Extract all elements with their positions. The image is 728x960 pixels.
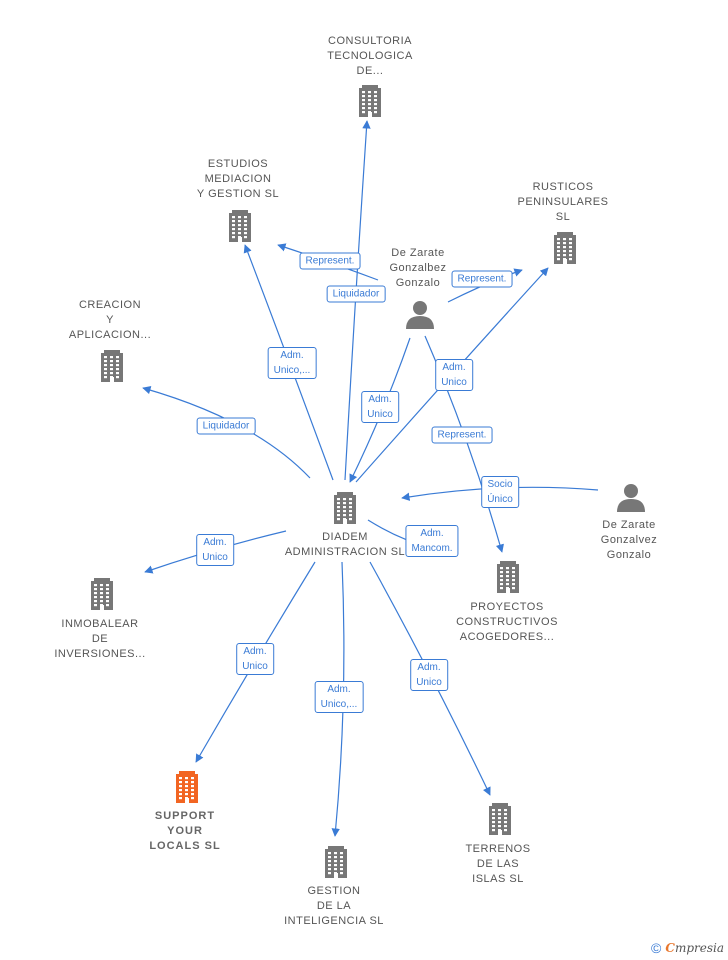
building-icon-rusticos[interactable] <box>554 232 576 264</box>
footer-brand[interactable]: © Cmpresia <box>651 940 724 956</box>
node-label-estudios[interactable]: ESTUDIOS MEDIACION Y GESTION SL <box>196 158 280 200</box>
building-icon-estudios[interactable] <box>229 210 251 242</box>
person-icon-zarate2[interactable] <box>617 484 645 512</box>
person-icon-zarate1[interactable] <box>406 301 434 329</box>
building-icon-proyectos[interactable] <box>497 561 519 593</box>
building-icon-creacion[interactable] <box>101 350 123 382</box>
edge-label-e5[interactable]: Represent. <box>451 270 513 288</box>
copyright-symbol: © <box>651 940 662 956</box>
building-icon-terrenos[interactable] <box>489 803 511 835</box>
brand-initial: C <box>665 941 675 955</box>
edge-label-e14[interactable]: Adm. Unico <box>410 659 448 691</box>
node-label-inmobalear[interactable]: INMOBALEAR DE INVERSIONES... <box>54 618 146 660</box>
edge-label-e11[interactable]: Adm. Unico <box>196 534 234 566</box>
edge-label-e10[interactable]: Adm. Mancom. <box>405 525 459 557</box>
edge-label-e8[interactable]: Represent. <box>431 426 493 444</box>
icons-layer <box>91 85 645 878</box>
building-icon-inmobalear[interactable] <box>91 578 113 610</box>
node-label-diadem[interactable]: DIADEM ADMINISTRACION SL <box>284 531 406 558</box>
node-label-zarate2[interactable]: De Zarate Gonzalvez Gonzalo <box>600 519 658 561</box>
node-label-creacion[interactable]: CREACION Y APLICACION... <box>68 299 152 341</box>
building-icon-support[interactable] <box>176 771 198 803</box>
edge-label-e12[interactable]: Adm. Unico <box>236 643 274 675</box>
brand-name: mpresia <box>674 941 724 955</box>
edge-label-e9[interactable]: Socio Único <box>481 476 519 508</box>
building-icon-diadem[interactable] <box>334 492 356 524</box>
edge-label-e1[interactable]: Liquidador <box>196 417 256 435</box>
edge-label-e13[interactable]: Adm. Unico,... <box>314 681 364 713</box>
edge-label-e6[interactable]: Adm. Unico <box>361 391 399 423</box>
edge-label-e2[interactable]: Adm. Unico,... <box>267 347 317 379</box>
node-label-zarate1[interactable]: De Zarate Gonzalbez Gonzalo <box>389 247 447 289</box>
edges-layer <box>142 120 599 837</box>
edge-label-e7[interactable]: Adm. Unico <box>435 359 473 391</box>
edge-label-e3[interactable]: Liquidador <box>326 285 386 303</box>
building-icon-gestion[interactable] <box>325 846 347 878</box>
edge-label-e4[interactable]: Represent. <box>299 252 361 270</box>
node-label-proyectos[interactable]: PROYECTOS CONSTRUCTIVOS ACOGEDORES... <box>456 601 558 643</box>
node-label-gestion[interactable]: GESTION DE LA INTELIGENCIA SL <box>284 885 384 927</box>
node-label-consultoria[interactable]: CONSULTORIA TECNOLOGICA DE... <box>327 35 413 77</box>
node-label-rusticos[interactable]: RUSTICOS PENINSULARES SL <box>517 181 609 223</box>
node-label-support[interactable]: SUPPORT YOUR LOCALS SL <box>149 810 221 852</box>
node-label-terrenos[interactable]: TERRENOS DE LAS ISLAS SL <box>465 843 531 885</box>
building-icon-consultoria[interactable] <box>359 85 381 117</box>
